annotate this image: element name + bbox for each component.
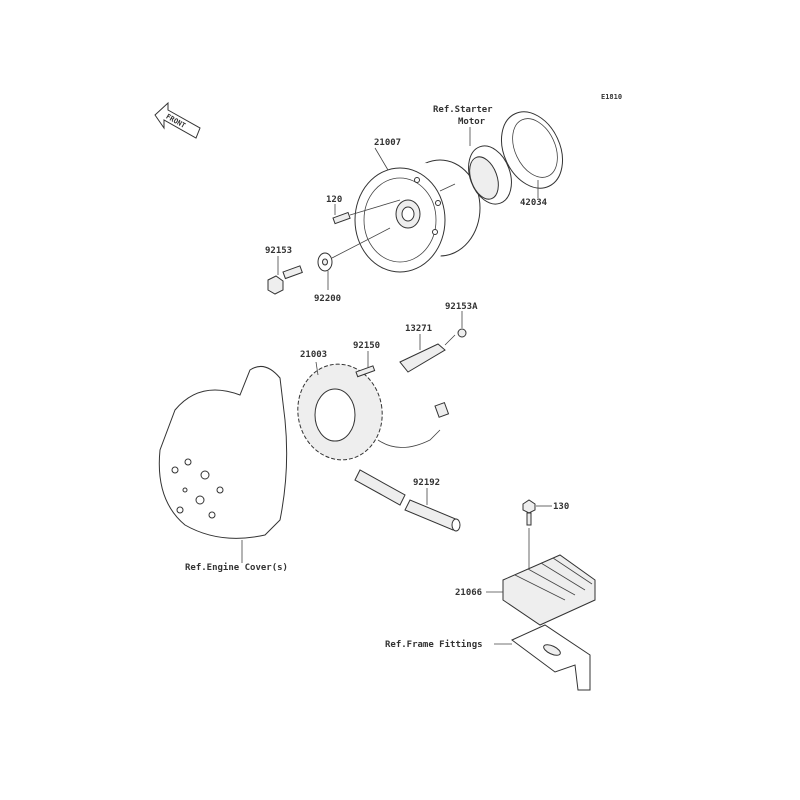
washer-label: 92200 <box>314 294 341 304</box>
bolt-130-label: 130 <box>553 502 569 512</box>
bolt-92153a-label: 92153A <box>445 302 478 312</box>
clamp-part[interactable] <box>399 343 446 373</box>
starter-ref-line1: Ref.Starter <box>433 105 493 115</box>
tube-part[interactable] <box>354 469 461 532</box>
cover-ring-part[interactable] <box>490 102 575 198</box>
bolt-92150-part[interactable] <box>355 365 376 378</box>
starter-clutch-part[interactable] <box>461 140 519 210</box>
frame-fittings-label: Ref.Frame Fittings <box>385 639 483 650</box>
engine-cover-part[interactable] <box>158 365 288 539</box>
bolt-92150-label: 92150 <box>353 341 380 351</box>
starter-ref-line2: Motor <box>458 117 486 127</box>
clamp-label: 13271 <box>405 324 432 334</box>
frame-bracket-part[interactable] <box>511 624 591 691</box>
flywheel-label: 21007 <box>374 138 401 148</box>
bolt-92153-part[interactable] <box>267 265 303 295</box>
bolt-92153a-part[interactable] <box>457 328 467 338</box>
engine-cover-label: Ref.Engine Cover(s) <box>185 562 288 573</box>
cover-ring-label: 42034 <box>520 198 548 208</box>
bolt-120-part[interactable] <box>332 211 351 225</box>
bolt-130-part[interactable] <box>522 499 536 526</box>
regulator-part[interactable] <box>502 554 596 626</box>
bolt-92153-label: 92153 <box>265 246 292 256</box>
diagram-code: E1810 <box>601 93 622 101</box>
flywheel-part[interactable] <box>354 159 481 273</box>
bolt-120-label: 120 <box>326 195 342 205</box>
regulator-label: 21066 <box>455 588 482 598</box>
stator-label: 21003 <box>300 350 327 360</box>
stator-part[interactable] <box>290 357 450 466</box>
washer-part[interactable] <box>317 252 333 272</box>
tube-label: 92192 <box>413 478 440 488</box>
front-arrow-icon: FRONT <box>154 101 201 139</box>
